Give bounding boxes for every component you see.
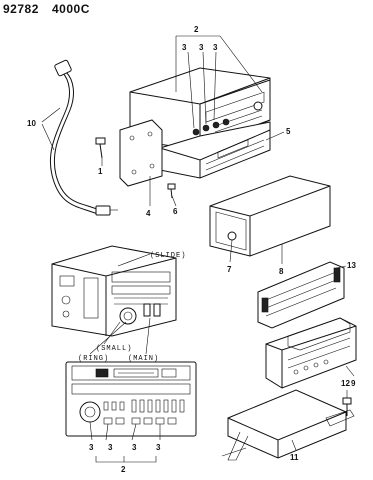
callout-6: 6 — [173, 207, 178, 216]
mounting-bracket — [119, 119, 163, 187]
callout-8: 8 — [279, 267, 284, 276]
callout-3f: 3 — [132, 443, 137, 452]
callout-12: 12 — [341, 379, 350, 388]
ring-label: (RING) — [78, 355, 109, 363]
housing-box — [209, 175, 331, 257]
callout-3g: 3 — [156, 443, 161, 452]
slide-label: (SLIDE) — [150, 252, 186, 260]
callout-3b: 3 — [199, 43, 204, 52]
antenna-cable — [49, 59, 118, 216]
callout-7: 7 — [227, 265, 232, 274]
callout-2-bottom: 2 — [121, 465, 126, 474]
leader-slide — [117, 253, 151, 267]
radio-rear-view — [51, 245, 177, 337]
cassette-module — [265, 317, 357, 389]
leader-ring — [89, 321, 127, 355]
callout-3c: 3 — [213, 43, 218, 52]
callout-4: 4 — [146, 209, 151, 218]
callout-9: 9 — [351, 379, 356, 388]
amplifier-unit — [221, 389, 355, 461]
callout-3a: 3 — [182, 43, 187, 52]
screw-part — [95, 137, 106, 159]
small-label: (SMALL) — [96, 345, 132, 353]
callout-3d: 3 — [89, 443, 94, 452]
callout-11: 11 — [290, 453, 299, 462]
main-label: (MAIN) — [128, 355, 159, 363]
small-screw-part — [167, 183, 176, 199]
callout-10: 10 — [27, 119, 36, 128]
leader-small — [103, 321, 121, 345]
radio-front-view — [65, 361, 197, 437]
faceplate-part — [257, 261, 345, 329]
callout-3e: 3 — [108, 443, 113, 452]
callout-2: 2 — [194, 25, 199, 34]
callout-5: 5 — [286, 127, 291, 136]
callout-1: 1 — [98, 167, 103, 176]
leader-10a — [41, 107, 61, 123]
part-number: 92782 — [3, 2, 39, 16]
callout-leaders — [89, 35, 355, 463]
leader-10b — [41, 123, 55, 151]
sheet-code: 4000C — [52, 2, 90, 16]
leader-main — [145, 317, 151, 355]
callout-13: 13 — [347, 261, 356, 270]
